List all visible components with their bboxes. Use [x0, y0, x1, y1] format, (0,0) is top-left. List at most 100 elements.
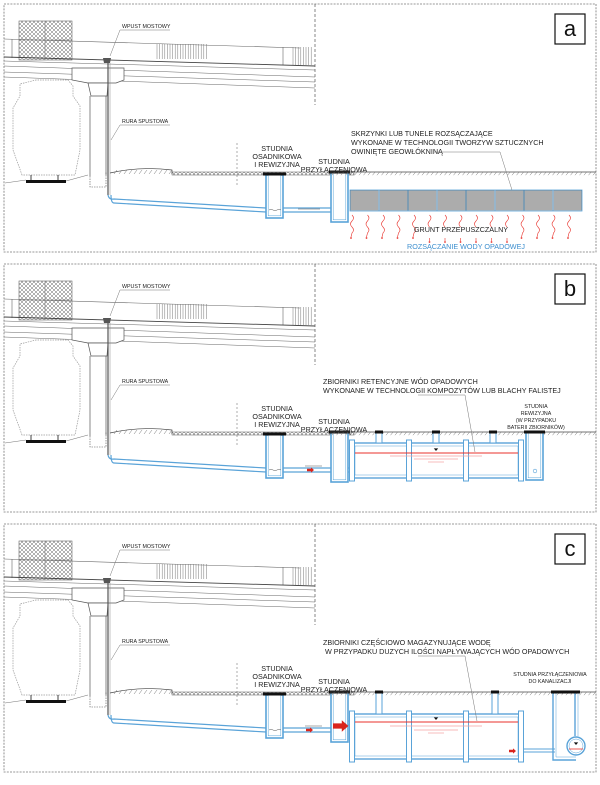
infiltration-crates-note: SKRZYNKI LUB TUNELE ROZSĄCZAJĄCE	[351, 129, 493, 138]
settling-well-label: STUDNIA	[261, 664, 293, 673]
infiltration-arrow-tip	[412, 237, 414, 239]
settling-well-label: OSADNIKOWA	[252, 412, 301, 421]
deck-line	[3, 71, 316, 83]
settling-well-label: OSADNIKOWA	[252, 152, 301, 161]
deck-line	[3, 580, 316, 591]
retention-tank-note: ZBIORNIKI RETENCYJNE WÓD OPADOWYCH	[323, 377, 478, 386]
pavement-layer	[171, 691, 265, 696]
inspection-well-inner	[527, 431, 542, 479]
road-embankment	[4, 434, 89, 444]
deck-line	[3, 320, 316, 331]
vehicle-clearance-outline	[12, 79, 81, 176]
retention-tank-outer	[351, 442, 522, 479]
sewer-connection-well-label: DO KANALIZACJI	[529, 679, 572, 685]
infiltration-arrow-tip	[444, 241, 446, 243]
note-leader	[418, 394, 476, 453]
retention-tank	[351, 442, 522, 479]
pipe-wall	[107, 714, 267, 729]
infiltration-wave-icon	[412, 214, 416, 238]
settling-well-label: OSADNIKOWA	[252, 672, 301, 681]
tank-riser	[491, 691, 499, 715]
sewer-well-cover	[551, 690, 580, 694]
infiltration-wave-icon	[458, 214, 463, 228]
deck-line	[3, 65, 316, 78]
deck-line	[3, 60, 316, 71]
connection-well-label: STUDNIA	[318, 417, 350, 426]
connection-well-inner	[332, 171, 347, 221]
outlet-opening-icon	[532, 468, 538, 474]
tank-ring	[349, 710, 355, 763]
tank-ring	[406, 439, 412, 482]
pier-foundation	[89, 172, 107, 188]
downpipe-label: RURA SPUSTOWA	[122, 379, 169, 385]
flow-arrow-icon	[306, 727, 313, 733]
tank-ring	[518, 439, 524, 482]
road-slab	[26, 440, 66, 443]
retention-tank-note: WYKONANE W TECHNOLOGII KOMPOZYTÓW LUB BL…	[323, 386, 561, 395]
inspection-well-cover	[524, 430, 545, 434]
downpipe-leader	[110, 644, 121, 661]
water-level-icon	[573, 742, 579, 745]
deck-line	[3, 591, 316, 603]
infiltration-wave-icon	[365, 214, 370, 238]
downpipe-label: RURA SPUSTOWA	[122, 119, 169, 125]
ground-hatch	[331, 692, 596, 696]
riser-cover	[491, 690, 499, 694]
panel-letter-box	[554, 13, 586, 45]
sewer-connection-well-label: STUDNIA PRZYŁĄCZENIOWA	[513, 672, 587, 678]
infiltration-crates	[349, 189, 583, 212]
inlet-label: WPUST MOSTOWY	[122, 284, 171, 290]
pier-cap	[71, 327, 125, 344]
riser-cover	[489, 430, 497, 434]
storage-tank-note: W PRZYPADKU DUZYCH ILOŚCI NAPŁYWAJĄCYCH …	[325, 647, 569, 656]
pipe-wall	[110, 454, 267, 473]
ground-hatch	[113, 689, 173, 695]
infiltration-wave-icon	[396, 214, 401, 238]
railing-balusters	[292, 47, 312, 65]
pier-cap	[71, 587, 125, 604]
settled-water-icon	[268, 469, 282, 471]
infiltration-arrow-tip	[475, 241, 477, 243]
infiltration-crates-note: WYKONANE W TECHNOLOGII TWORZYW SZTUCZNYC…	[351, 138, 544, 147]
infiltration-arrow-tip	[567, 237, 569, 239]
infiltration-arrow-tip	[459, 241, 462, 243]
pier-head	[87, 82, 109, 97]
pier-cap	[71, 67, 125, 84]
connection-well-inner	[332, 691, 347, 741]
connection-well	[330, 691, 349, 743]
riser-cover	[432, 430, 440, 434]
inlet-label: WPUST MOSTOWY	[122, 544, 171, 550]
panel-letter-box	[554, 533, 586, 565]
riser-cover	[375, 430, 383, 434]
pier-head	[87, 342, 109, 357]
connection-well	[330, 171, 349, 223]
tank-ring	[406, 710, 412, 763]
infiltration-arrow-tip	[506, 241, 508, 243]
vehicle-clearance-outline	[12, 339, 81, 436]
connection-well-label: PRZYŁĄCZENIOWA	[301, 165, 368, 174]
deck-line	[3, 331, 316, 343]
infiltration-arrow-tip	[350, 237, 352, 239]
infiltration-wave-icon	[443, 214, 447, 228]
settling-well-label: I REWIZYJNA	[254, 680, 300, 689]
settling-well	[265, 694, 284, 739]
pier-foundation	[89, 432, 107, 448]
deck-top	[3, 576, 316, 587]
tank-riser	[489, 431, 497, 444]
railing-balusters	[156, 44, 207, 59]
settling-well-cover	[263, 432, 286, 436]
deck-line	[3, 336, 316, 349]
collector-pipe	[107, 454, 267, 473]
inspection-well	[525, 431, 544, 481]
ground-hatch	[113, 429, 173, 435]
infiltration-arrow-tip	[520, 237, 523, 239]
bridge-inlet	[103, 578, 111, 583]
railing-top	[3, 38, 301, 49]
panel-letter: c	[565, 536, 576, 561]
water-level-icon	[433, 717, 439, 720]
inspection-well-label: REWIZYJNA	[521, 411, 552, 417]
panel-letter: a	[564, 16, 577, 41]
